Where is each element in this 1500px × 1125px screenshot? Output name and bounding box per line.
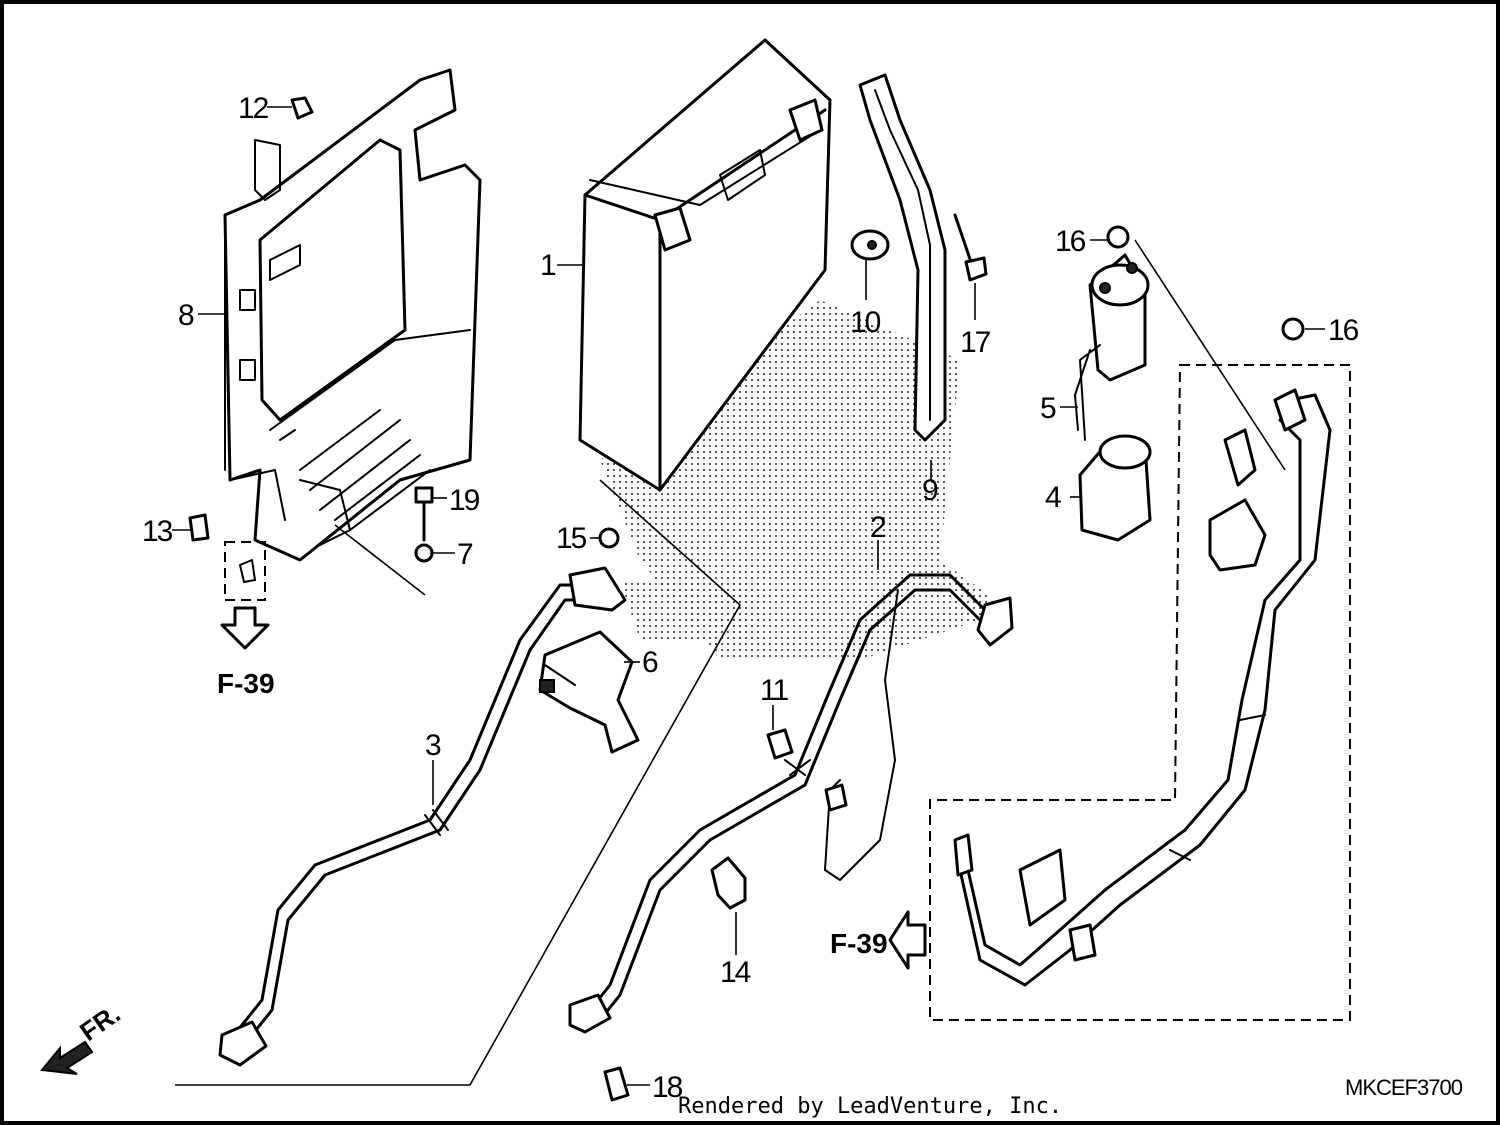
credit-text: Rendered by LeadVenture, Inc. — [678, 1094, 1062, 1119]
callout-4: 4 — [1045, 481, 1061, 514]
starter-relay-part-5[interactable] — [1074, 253, 1150, 441]
clamp-part-14[interactable] — [710, 856, 747, 910]
clip-part-13[interactable] — [188, 513, 210, 542]
callout-15: 15 — [556, 522, 587, 555]
callout-8: 8 — [178, 299, 194, 332]
battery-band-part-9[interactable] — [858, 73, 947, 442]
nut-part-16-right[interactable] — [1281, 317, 1305, 341]
battery-part-1[interactable] — [578, 38, 832, 492]
callout-14: 14 — [720, 956, 751, 989]
relay-cover-part-4[interactable] — [1078, 434, 1152, 542]
bolt-part-19[interactable] — [414, 486, 434, 542]
ground-cable-part-3[interactable] — [218, 566, 627, 1067]
callout-19: 19 — [449, 484, 480, 517]
bolt-part-17[interactable] — [953, 213, 988, 282]
callout-13: 13 — [142, 515, 173, 548]
callout-16-right: 16 — [1328, 314, 1359, 347]
callout-7: 7 — [457, 538, 473, 571]
reference-arrow-icon — [220, 606, 270, 650]
callout-3: 3 — [425, 729, 441, 762]
reference-arrow-icon — [888, 910, 927, 970]
diagram-code: MKCEF3700 — [1345, 1075, 1463, 1100]
reference-box-left — [224, 541, 266, 601]
callout-9: 9 — [922, 474, 938, 507]
callout-18: 18 — [652, 1071, 683, 1104]
reference-box-right — [929, 364, 1351, 1021]
callout-12: 12 — [238, 92, 269, 125]
starter-cable[interactable] — [953, 388, 1332, 987]
callout-10: 10 — [850, 306, 881, 339]
nut-part-16-top[interactable] — [1106, 225, 1130, 249]
battery-case-part-8[interactable] — [223, 68, 482, 562]
callout-2: 2 — [870, 511, 886, 544]
nut-part-15[interactable] — [598, 527, 620, 549]
leader-lines — [172, 106, 1325, 1086]
callout-5: 5 — [1040, 392, 1056, 425]
front-direction-arrow-icon — [40, 1040, 94, 1075]
callout-1: 1 — [540, 249, 556, 282]
bolt-part-18[interactable] — [603, 1066, 630, 1102]
clip-part-12[interactable] — [290, 96, 314, 120]
washer-part-10[interactable] — [850, 229, 890, 261]
reference-label-f39-right[interactable]: F-39 — [830, 928, 888, 959]
battery-cable-part-2[interactable] — [568, 573, 1014, 1034]
direction-label: FR. — [74, 998, 126, 1047]
callout-6: 6 — [642, 646, 658, 679]
nut-part-7[interactable] — [414, 543, 434, 563]
callout-labels: 1 2 3 4 5 6 7 8 9 10 11 12 13 14 15 16 1… — [142, 92, 1361, 1104]
relay-part-6[interactable] — [538, 630, 640, 754]
callout-16-top: 16 — [1055, 225, 1086, 258]
callout-11: 11 — [760, 674, 788, 707]
bolt-part-11[interactable] — [766, 728, 794, 760]
callout-17: 17 — [960, 326, 991, 359]
reference-label-f39-left[interactable]: F-39 — [217, 668, 275, 699]
